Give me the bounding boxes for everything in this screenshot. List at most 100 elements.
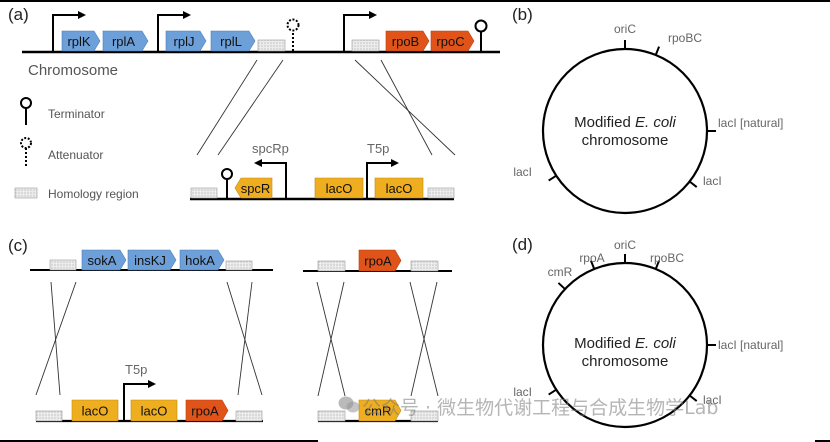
- homology-region: [410, 260, 439, 272]
- promoter-label-t5p: T5p: [367, 141, 389, 156]
- panel-d: (d) Modified E. coli chromosome cmRrpoAo…: [512, 235, 783, 429]
- gene-rplA: rplA: [102, 30, 149, 52]
- locus-tick: [557, 282, 566, 290]
- crossover-line: [196, 59, 258, 156]
- panel-b: (b) Modified E. coli chromosome oriCrpoB…: [512, 5, 783, 215]
- legend-homology: Homology region: [14, 187, 139, 201]
- homology-region: [190, 187, 218, 199]
- gene-label: sokA: [88, 253, 117, 268]
- locus-label-rpobc: rpoBC: [650, 251, 684, 265]
- chromosome-label: Chromosome: [28, 62, 118, 79]
- gene-rplL: rplL: [210, 30, 256, 52]
- gene-label: rplA: [112, 34, 135, 49]
- crossover-line: [217, 59, 284, 156]
- gene-insKJ: insKJ: [127, 249, 177, 271]
- locus-label-laci: lacI: [513, 165, 532, 179]
- locus-tick: [589, 260, 596, 270]
- locus-tick: [654, 260, 661, 270]
- gene-lacO: lacO: [71, 399, 119, 422]
- gene-label: rpoC: [436, 34, 464, 49]
- chromosome-title: Modified E. coli: [574, 335, 676, 352]
- bottom-border: [0, 440, 318, 442]
- legend-terminator-label: Terminator: [48, 107, 105, 121]
- gene-label: lacO: [326, 181, 353, 196]
- locus-label-cmr: cmR: [548, 265, 573, 279]
- legend: Terminator Attenuator Homology region: [14, 97, 139, 201]
- gene-label: rplK: [67, 34, 90, 49]
- homology-region: [351, 39, 380, 52]
- homology-region: [225, 260, 253, 271]
- locus-label-oric: oriC: [614, 22, 636, 36]
- locus-tick: [548, 174, 557, 182]
- gene-label: rplJ: [174, 34, 195, 49]
- promoter-arrow-2: [157, 11, 191, 51]
- legend-homology-label: Homology region: [48, 187, 139, 201]
- locus-tick: [654, 46, 661, 56]
- gene-lacO: lacO: [130, 399, 178, 422]
- gene-label: lacO: [386, 181, 413, 196]
- panel-c: (c) sokA insKJ hokA lacO lacO rpoA T5p rpoA: [8, 236, 452, 423]
- locus-label-laci: lacI: [703, 174, 722, 188]
- locus-label-rpoa: rpoA: [579, 251, 604, 265]
- homology-region: [257, 39, 286, 52]
- gene-lacO: lacO: [374, 177, 424, 199]
- locus-tick: [689, 180, 698, 188]
- gene-label: lacO: [141, 404, 168, 419]
- panel-a-label: (a): [8, 5, 29, 24]
- gene-rplJ: rplJ: [165, 30, 207, 52]
- gene-label: lacO: [82, 404, 109, 419]
- gene-label: rpoA: [364, 254, 392, 269]
- crossover-line: [317, 281, 345, 397]
- gene-label: hokA: [185, 253, 215, 268]
- terminator-icon: [474, 19, 488, 51]
- promoter-arrow-3: [343, 11, 377, 51]
- panel-a: (a) Chromosome rplK rplA rplJ rplL rpoB rpoC: [8, 5, 500, 201]
- promoter-arrow-1: [52, 11, 86, 51]
- homology-region: [49, 259, 77, 271]
- gene-rplK: rplK: [61, 30, 101, 52]
- terminator-icon: [221, 168, 233, 198]
- homology-region: [317, 410, 346, 422]
- legend-attenuator: Attenuator: [20, 137, 103, 168]
- crossover-line: [410, 281, 438, 397]
- watermark: 公众号 · 微生物代谢工程与合成生物学Lab: [362, 397, 719, 419]
- panel-c-label: (c): [8, 236, 28, 255]
- promoter-label-spcRp: spcRp: [252, 141, 289, 156]
- locus-tick: [548, 388, 557, 396]
- crossover-line: [237, 281, 253, 396]
- locus-label-rpobc: rpoBC: [668, 31, 702, 45]
- gene-rpoC: rpoC: [430, 30, 475, 52]
- crossover-line: [50, 281, 61, 396]
- gene-cmR: cmR: [358, 399, 402, 422]
- chromosome-subtitle: chromosome: [582, 132, 669, 149]
- promoter-arrow-t5p: [366, 159, 399, 198]
- locus-label-lacinatural: lacI [natural]: [718, 338, 783, 352]
- locus-label-lacinatural: lacI [natural]: [718, 116, 783, 130]
- homology-region: [35, 410, 63, 422]
- bottom-border-right: [815, 440, 830, 442]
- panel-d-label: (d): [512, 235, 533, 254]
- homology-region: [427, 187, 455, 199]
- gene-hokA: hokA: [179, 249, 225, 271]
- promoter-arrow-t5p: [123, 380, 156, 420]
- gene-lacO: lacO: [314, 177, 364, 199]
- gene-spcR: spcR: [234, 177, 273, 199]
- homology-region: [317, 260, 346, 272]
- gene-label: rplL: [220, 34, 242, 49]
- crossover-line: [380, 59, 433, 156]
- legend-attenuator-label: Attenuator: [48, 148, 103, 162]
- gene-label: spcR: [241, 181, 271, 196]
- crossover-line: [35, 281, 77, 396]
- promoter-label-t5p: T5p: [125, 362, 147, 377]
- gene-label: rpoA: [191, 404, 219, 419]
- gene-label: insKJ: [134, 253, 166, 268]
- gene-sokA: sokA: [81, 249, 127, 271]
- locus-label-laci: lacI: [513, 385, 532, 399]
- gene-rpoA: rpoA: [358, 249, 402, 272]
- gene-label: rpoB: [392, 34, 419, 49]
- wechat-icon: [338, 396, 360, 413]
- chromosome-circle: [541, 47, 709, 215]
- panel-b-label: (b): [512, 5, 533, 24]
- gene-label: cmR: [365, 404, 392, 419]
